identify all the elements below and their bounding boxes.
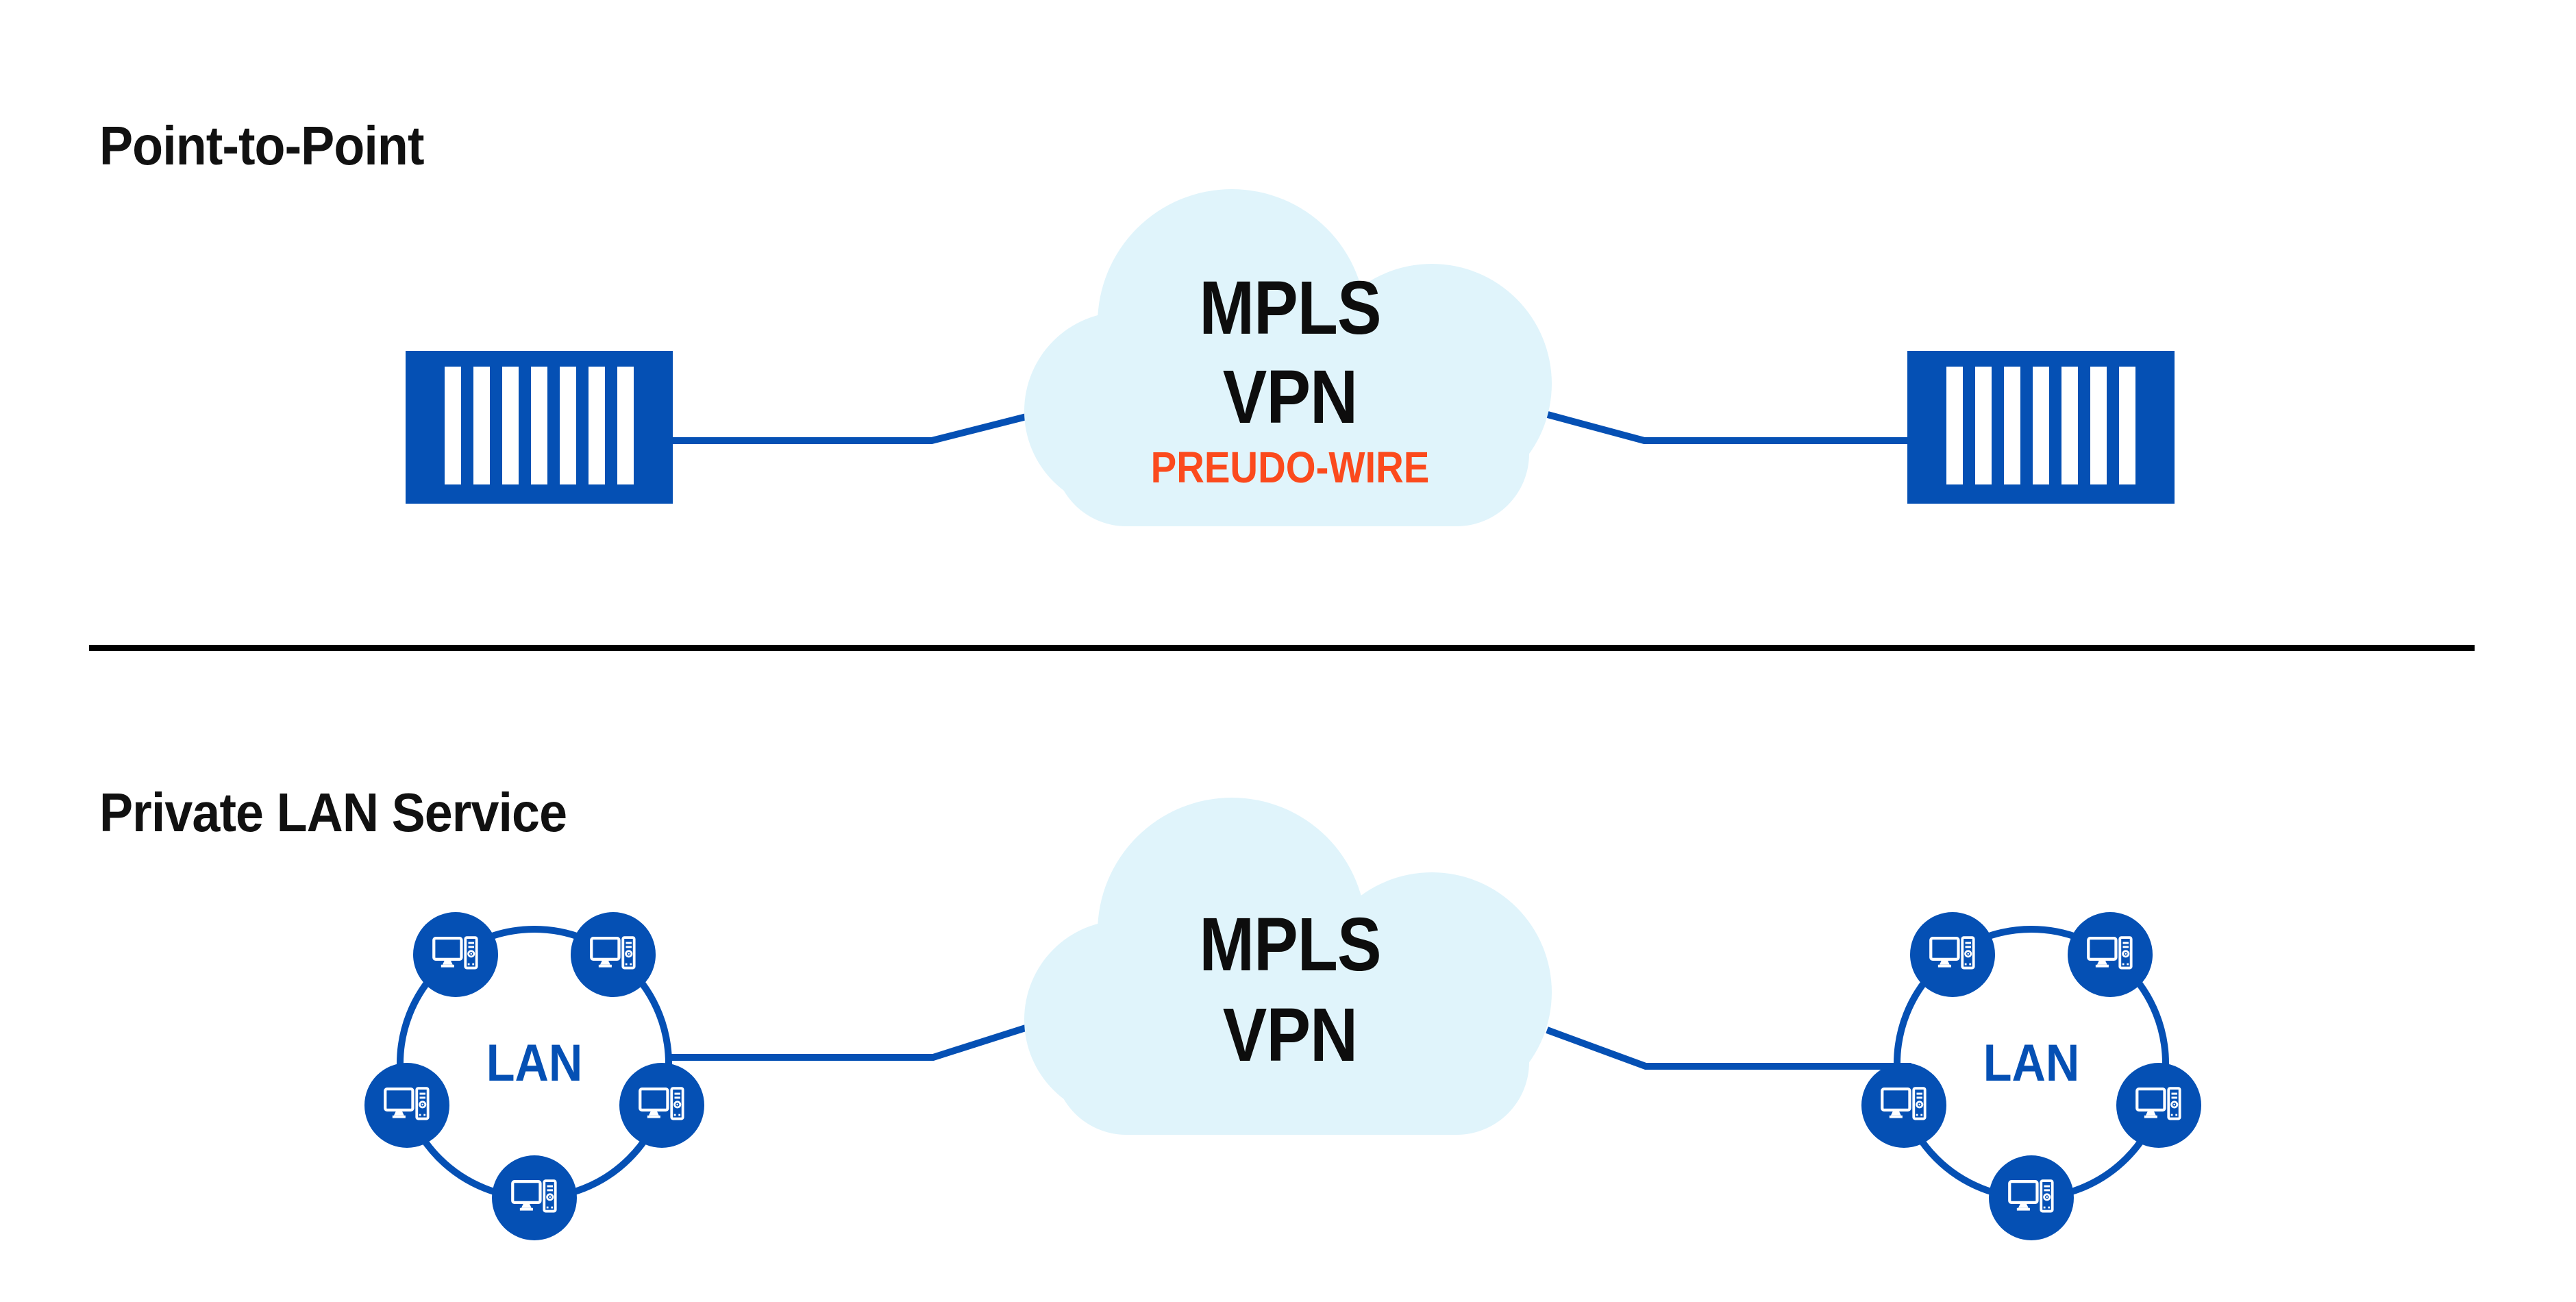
lan-label-right: LAN bbox=[1983, 1034, 2080, 1092]
connector-line-bottom-left bbox=[666, 1024, 1027, 1061]
lan-node bbox=[413, 912, 498, 997]
lan-left-nodes bbox=[364, 912, 704, 1240]
connector-line-top-right bbox=[1546, 411, 1911, 444]
cloud-top-label-vpn: VPN bbox=[1222, 355, 1358, 439]
section-title-point-to-point: Point-to-Point bbox=[99, 115, 424, 176]
lan-node bbox=[492, 1155, 577, 1240]
cloud-bottom-label-vpn: VPN bbox=[1222, 993, 1358, 1077]
lan-node bbox=[2068, 912, 2153, 997]
section-divider bbox=[89, 645, 2475, 651]
connector-line-bottom-right bbox=[1546, 1027, 1911, 1070]
pseudo-wire-label: PREUDO-WIRE bbox=[1150, 443, 1430, 492]
cloud-bottom-label-mpls: MPLS bbox=[1199, 902, 1381, 987]
lan-node bbox=[571, 912, 656, 997]
device-box-right-icon bbox=[1907, 351, 2175, 504]
device-box-left-icon bbox=[406, 351, 673, 504]
lan-right-nodes bbox=[1861, 912, 2201, 1240]
lan-node bbox=[2116, 1063, 2201, 1148]
lan-node bbox=[1989, 1155, 2074, 1240]
lan-node bbox=[1910, 912, 1995, 997]
section-title-private-lan-service: Private LAN Service bbox=[99, 782, 567, 843]
lan-node bbox=[364, 1063, 449, 1148]
lan-node bbox=[1861, 1063, 1946, 1148]
lan-label-left: LAN bbox=[486, 1034, 583, 1092]
cloud-top-label-mpls: MPLS bbox=[1199, 266, 1381, 350]
connector-line-top-left bbox=[673, 413, 1030, 444]
lan-node bbox=[619, 1063, 704, 1148]
